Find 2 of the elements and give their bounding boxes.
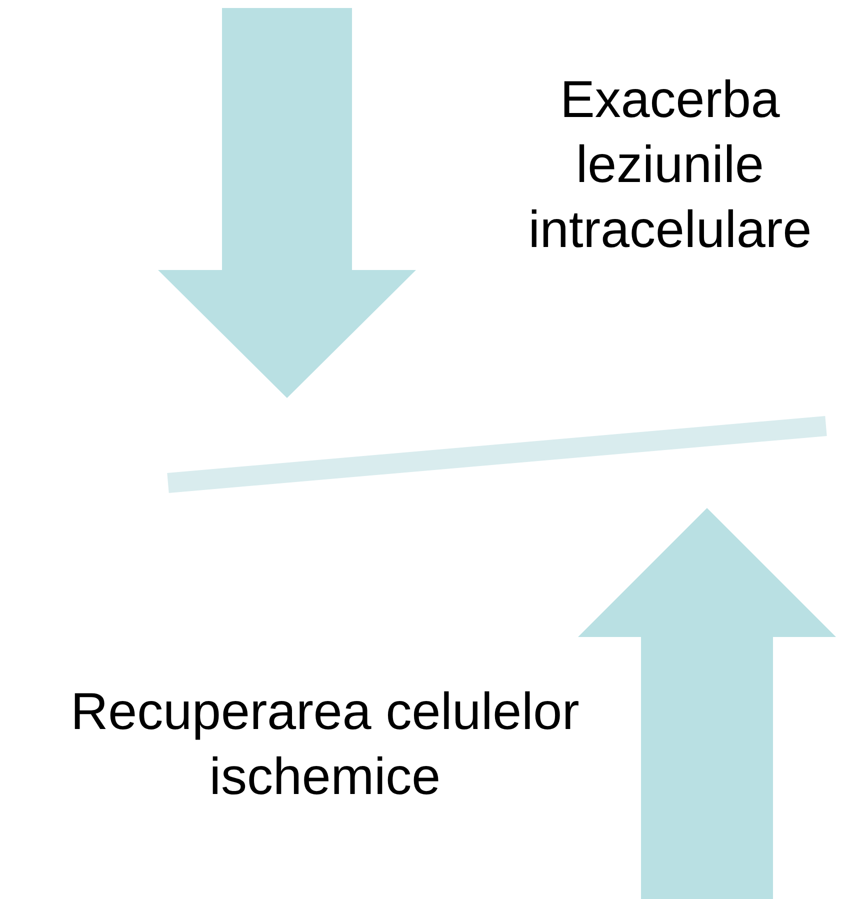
effect-text: Exacerba leziunile intracelulare (527, 70, 813, 261)
effect-text: Recuperarea celulelor ischemice (70, 682, 580, 808)
